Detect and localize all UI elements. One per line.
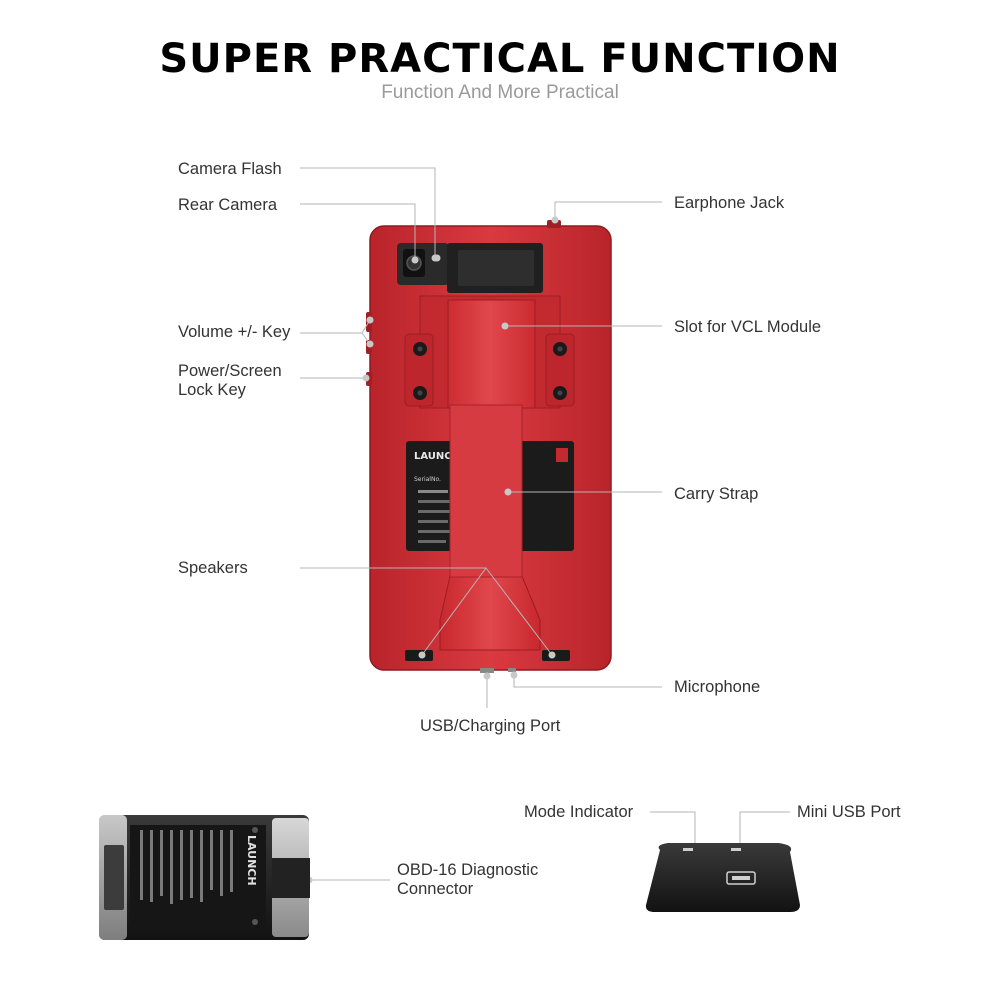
- label-usb-port: USB/Charging Port: [420, 717, 561, 735]
- mini-usb-port: [726, 871, 756, 885]
- mode-indicator-light: [683, 848, 693, 851]
- label-microphone: Microphone: [674, 678, 761, 696]
- label-camera-flash: Camera Flash: [178, 160, 282, 178]
- page-title: SUPER PRACTICAL FUNCTION: [159, 36, 841, 82]
- label-slot-vcl: Slot for VCL Module: [674, 318, 822, 336]
- module-label-brand: LAUNCH: [245, 835, 258, 886]
- speaker-right: [542, 650, 570, 661]
- callout-lines: [300, 167, 790, 881]
- label-volume-key: Volume +/- Key: [178, 323, 291, 341]
- label-power-key-line1: Power/Screen: [178, 362, 282, 380]
- device-label-brand: LAUNCH: [414, 451, 460, 462]
- label-earphone-jack: Earphone Jack: [674, 194, 785, 212]
- microphone-hole: [508, 668, 516, 672]
- label-carry-strap: Carry Strap: [674, 485, 759, 503]
- label-obd-connector: OBD-16 Diagnostic Connector: [397, 861, 538, 899]
- label-power-key: Power/Screen Lock Key: [178, 362, 282, 400]
- label-rear-camera: Rear Camera: [178, 196, 278, 214]
- usb-module-end: [645, 843, 800, 912]
- label-obd-line1: OBD-16 Diagnostic: [397, 861, 539, 879]
- device-label-serial: SerialNo.: [414, 476, 441, 483]
- tablet-device: LAUNCH SerialNo.: [366, 220, 612, 673]
- label-obd-line2: Connector: [397, 880, 474, 898]
- label-mini-usb: Mini USB Port: [797, 803, 901, 821]
- label-power-key-line2: Lock Key: [178, 381, 246, 399]
- label-mode-indicator: Mode Indicator: [524, 803, 634, 821]
- label-speakers: Speakers: [178, 559, 248, 577]
- usb-port: [480, 668, 494, 673]
- obd-module: LAUNCH: [99, 815, 310, 940]
- page-subtitle: Function And More Practical: [381, 82, 619, 103]
